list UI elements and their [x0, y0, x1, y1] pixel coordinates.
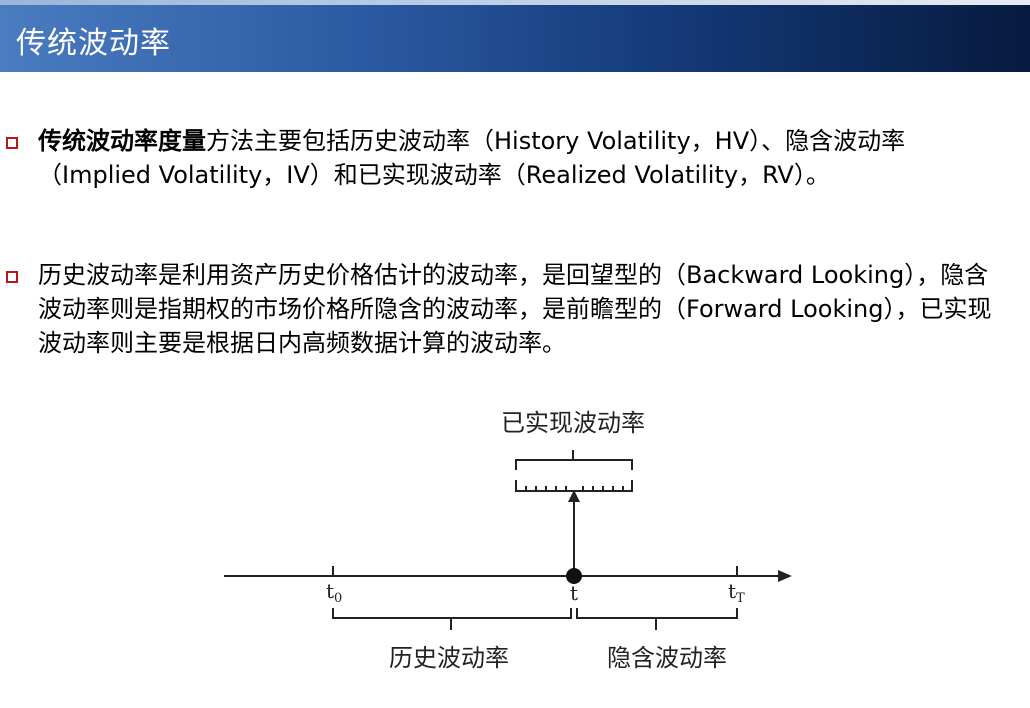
historical-volatility-label: 历史波动率	[389, 644, 509, 672]
realized-volatility-label: 已实现波动率	[501, 409, 645, 437]
title-bar-topline	[0, 0, 1030, 5]
bullet-strong-1: 传统波动率度量	[38, 127, 206, 155]
intraday-ruler	[515, 480, 633, 492]
title-bar: 传统波动率	[0, 0, 1030, 72]
realized-brace	[515, 450, 633, 470]
bullet-rest-2: 历史波动率是利用资产历史价格估计的波动率，是回望型的（Backward Look…	[38, 261, 992, 357]
bullet-text-2: 历史波动率是利用资产历史价格估计的波动率，是回望型的（Backward Look…	[38, 258, 1008, 360]
tick-label-t: t	[570, 581, 578, 605]
square-bullet-icon	[6, 137, 18, 149]
slide-title: 传统波动率	[16, 26, 171, 61]
timeline-arrow-head	[778, 570, 792, 582]
historical-brace	[332, 608, 572, 630]
tick-label-t0: t0	[326, 579, 342, 606]
square-bullet-icon	[6, 271, 18, 283]
implied-volatility-label: 隐含波动率	[607, 644, 727, 672]
tick-label-tT: tT	[728, 579, 745, 606]
implied-brace	[576, 608, 738, 630]
bullet-text-1: 传统波动率度量方法主要包括历史波动率（History Volatility，HV…	[38, 124, 1008, 192]
realized-arrow-head	[568, 490, 580, 502]
bullet-rest-1: 方法主要包括历史波动率（History Volatility，HV）、隐含波动率…	[38, 127, 906, 189]
current-time-dot	[566, 568, 582, 584]
